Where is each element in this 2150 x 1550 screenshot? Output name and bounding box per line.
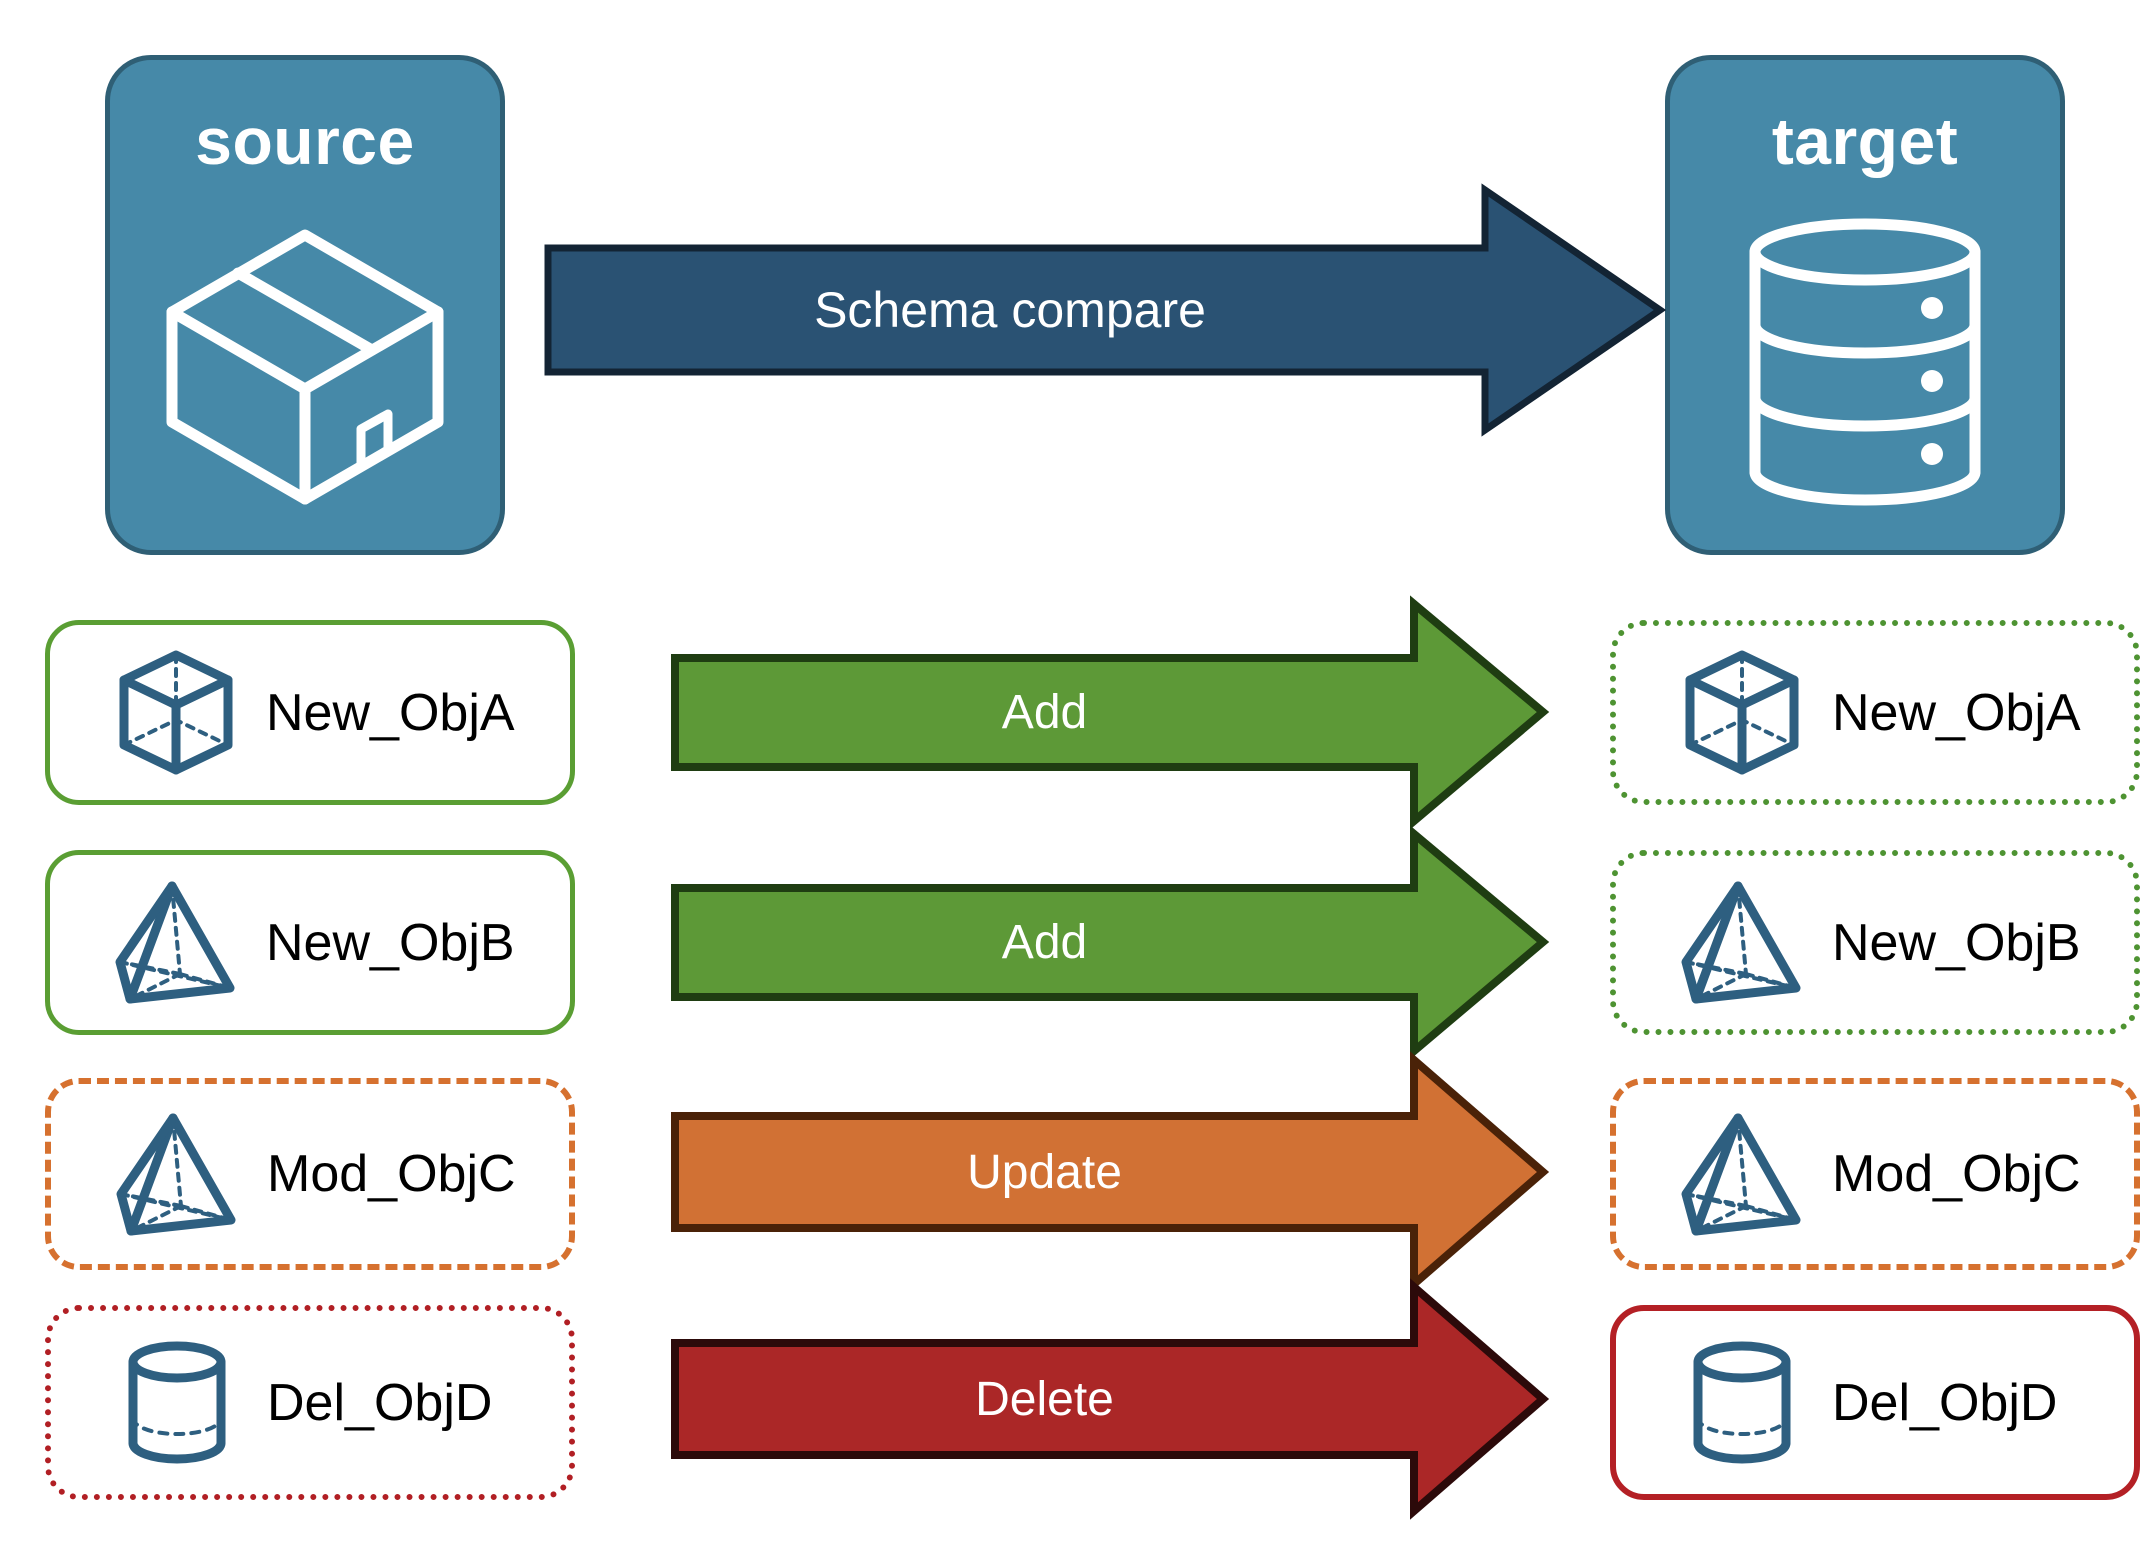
wireframe-cube-icon <box>1678 650 1806 775</box>
source-title: source <box>195 104 415 178</box>
action-arrow-delete[interactable]: Delete <box>671 1278 1550 1520</box>
box-3d-icon <box>110 174 500 550</box>
source-object-box[interactable]: New_ObjB <box>45 850 575 1035</box>
target-object-label: Mod_ObjC <box>1832 1145 2081 1203</box>
source-object-box[interactable]: New_ObjA <box>45 620 575 805</box>
target-object-box[interactable]: New_ObjA <box>1610 620 2140 805</box>
wireframe-cylinder-icon <box>113 1340 241 1465</box>
wireframe-pyramid-icon <box>1678 880 1806 1005</box>
source-panel[interactable]: source <box>105 55 505 555</box>
target-object-box[interactable]: New_ObjB <box>1610 850 2140 1035</box>
source-object-box[interactable]: Mod_ObjC <box>45 1078 575 1270</box>
target-panel[interactable]: target <box>1665 55 2065 555</box>
action-arrow-add[interactable]: Add <box>671 595 1550 830</box>
schema-compare-arrow[interactable]: Schema compare <box>544 183 1667 437</box>
target-object-box[interactable]: Del_ObjD <box>1610 1305 2140 1500</box>
object-row: New_ObjB Add <box>0 825 2150 1060</box>
right-arrow-icon <box>671 1051 1550 1293</box>
source-object-label: Del_ObjD <box>267 1373 493 1432</box>
object-row: Del_ObjD Delete Del_ObjD <box>0 1278 2150 1520</box>
source-object-label: New_ObjA <box>266 683 515 742</box>
target-title: target <box>1771 104 1959 178</box>
wireframe-cylinder-icon <box>1678 1340 1806 1465</box>
source-object-label: New_ObjB <box>266 913 515 972</box>
database-cylinder-icon <box>1670 174 2060 550</box>
wireframe-pyramid-icon <box>113 1112 241 1237</box>
right-arrow-icon <box>671 595 1550 830</box>
wireframe-cube-icon <box>112 650 240 775</box>
wireframe-pyramid-icon <box>1678 1112 1806 1237</box>
source-object-box[interactable]: Del_ObjD <box>45 1305 575 1500</box>
target-object-label: New_ObjA <box>1832 683 2081 742</box>
target-object-box[interactable]: Mod_ObjC <box>1610 1078 2140 1270</box>
object-row: Mod_ObjC Update <box>0 1051 2150 1293</box>
target-object-label: Del_ObjD <box>1832 1373 2058 1432</box>
right-arrow-icon <box>544 183 1667 437</box>
source-object-label: Mod_ObjC <box>267 1145 516 1203</box>
action-arrow-add[interactable]: Add <box>671 825 1550 1060</box>
target-object-label: New_ObjB <box>1832 913 2081 972</box>
object-row: New_ObjA Add <box>0 595 2150 830</box>
wireframe-pyramid-icon <box>112 880 240 1005</box>
right-arrow-icon <box>671 1278 1550 1520</box>
action-arrow-update[interactable]: Update <box>671 1051 1550 1293</box>
right-arrow-icon <box>671 825 1550 1060</box>
